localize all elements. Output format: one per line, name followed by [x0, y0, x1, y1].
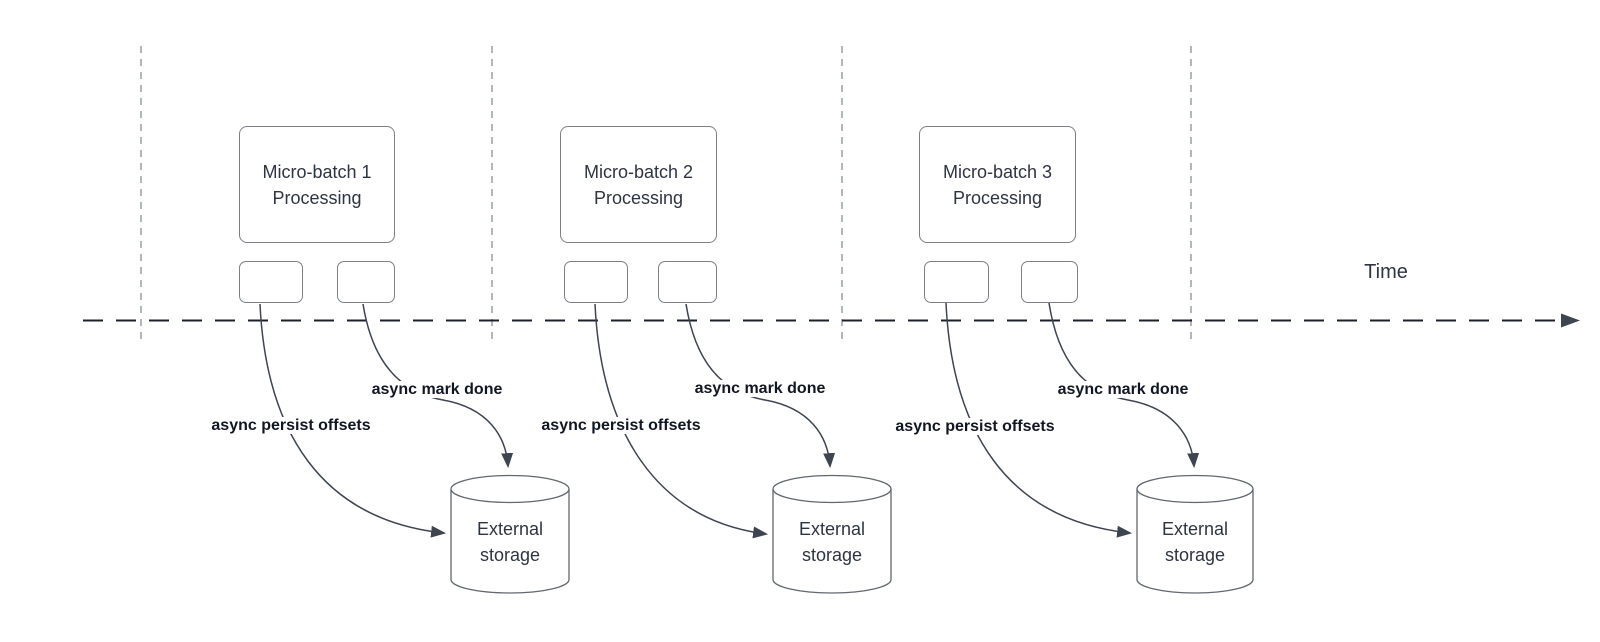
async-op-box-2b — [658, 261, 717, 303]
micro-batch-3-processing-box: Micro-batch 3 Processing — [919, 126, 1076, 243]
persist-offsets-arrow-3 — [945, 302, 1133, 538]
async-op-box-2a — [564, 261, 628, 303]
cylinder-body — [772, 489, 892, 594]
external-storage-label-2: External storage — [798, 519, 866, 565]
persist-offsets-arrow-1 — [259, 303, 447, 538]
cylinder-top — [772, 474, 892, 504]
async-op-box-3a — [924, 261, 989, 303]
external-storage-cylinder-1 — [450, 474, 570, 594]
mark-done-arrow-3 — [1048, 302, 1200, 469]
cylinder-top — [1136, 474, 1254, 504]
micro-batch-1-processing-box: Micro-batch 1 Processing — [239, 126, 395, 243]
persist-offsets-label-2: async persist offsets — [538, 417, 704, 434]
cylinder-top — [450, 474, 570, 504]
mark-done-arrow-2 — [685, 303, 836, 469]
persist-offsets-arrow-2 — [594, 303, 769, 539]
external-storage-label-3: External storage — [1161, 519, 1229, 565]
async-op-box-1a — [239, 261, 303, 303]
time-axis-arrowhead-icon — [1561, 313, 1580, 328]
external-storage-cylinder-3 — [1136, 474, 1254, 594]
cylinder-body — [1136, 489, 1254, 594]
micro-batch-2-processing-box: Micro-batch 2 Processing — [560, 126, 717, 243]
mark-done-label-1: async mark done — [368, 381, 506, 398]
mark-done-label-3: async mark done — [1054, 381, 1192, 398]
time-axis-label: Time — [1364, 261, 1408, 283]
persist-offsets-label-1: async persist offsets — [208, 417, 374, 434]
cylinder-body — [450, 489, 570, 594]
external-storage-label-1: External storage — [476, 519, 544, 565]
persist-offsets-label-3: async persist offsets — [892, 418, 1058, 435]
external-storage-cylinder-2 — [772, 474, 892, 594]
mark-done-arrow-1 — [362, 303, 514, 469]
mark-done-label-2: async mark done — [691, 380, 829, 397]
async-op-box-3b — [1021, 261, 1078, 303]
async-op-box-1b — [337, 261, 395, 303]
